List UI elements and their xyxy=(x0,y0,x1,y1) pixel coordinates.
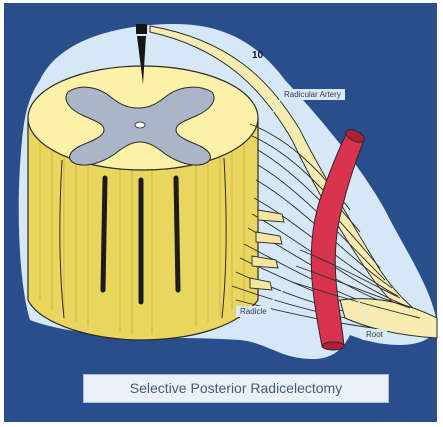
figure-caption: Selective Posterior Radicelectomy xyxy=(83,374,389,403)
root-label: Root xyxy=(362,329,387,340)
sulcus-marker xyxy=(136,24,147,34)
artery-end xyxy=(322,342,344,350)
radicle-label: Radicle xyxy=(236,306,271,317)
radicular-artery-label: Radicular Artery xyxy=(280,89,345,100)
central-canal xyxy=(135,122,145,128)
figure-number: 10 xyxy=(252,50,263,61)
